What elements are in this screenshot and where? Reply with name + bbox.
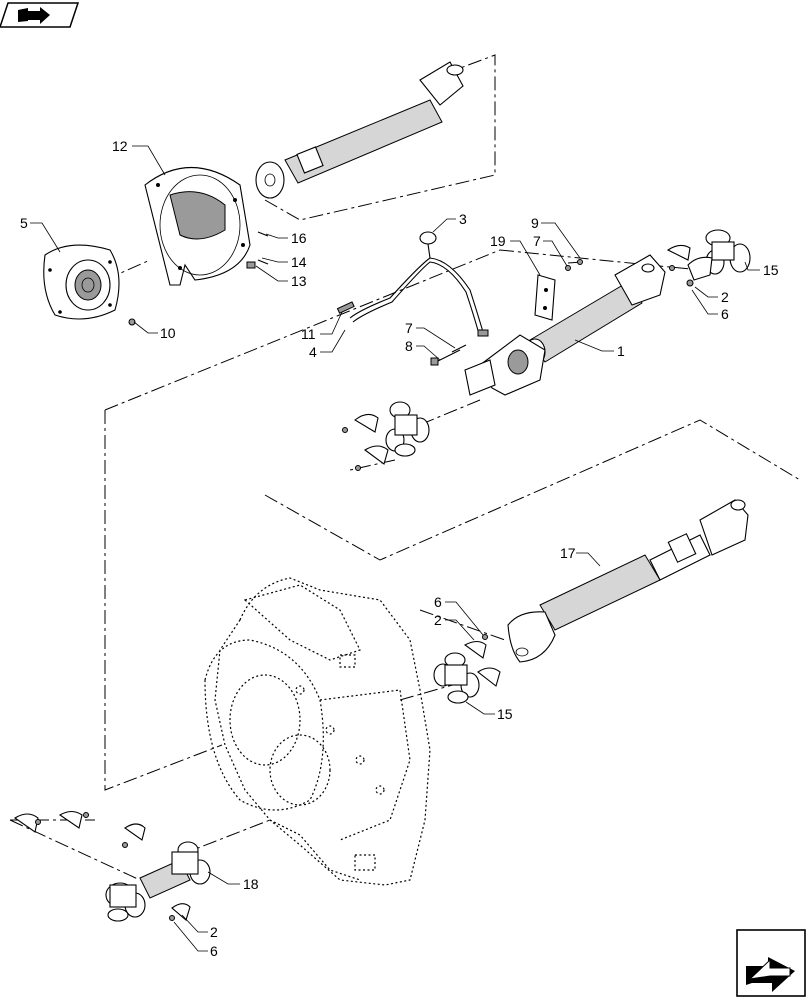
callout-19: 19 bbox=[490, 233, 506, 249]
callout-17: 17 bbox=[560, 545, 576, 561]
callout-16: 16 bbox=[291, 230, 307, 246]
drive-shaft-17 bbox=[507, 499, 749, 663]
leader-lines bbox=[30, 145, 760, 952]
drive-shaft-1 bbox=[464, 254, 666, 396]
callout-10: 10 bbox=[160, 325, 176, 341]
callout-2-bottom: 2 bbox=[210, 924, 218, 940]
adapter-plate-12 bbox=[144, 167, 251, 286]
bracket-19 bbox=[534, 274, 556, 321]
transmission-housing bbox=[204, 577, 431, 886]
book-arrow-icon[interactable] bbox=[0, 2, 80, 28]
universal-joint-15-upper bbox=[666, 229, 751, 287]
callout-11: 11 bbox=[301, 326, 316, 342]
small-bolts bbox=[128, 231, 269, 326]
callout-labels: 12 5 10 16 14 13 3 9 19 7 15 2 6 11 4 7 … bbox=[20, 138, 779, 959]
callout-7-upper: 7 bbox=[533, 233, 541, 249]
callout-2-lower: 2 bbox=[434, 612, 442, 628]
callout-14: 14 bbox=[291, 254, 307, 270]
universal-joint-middle bbox=[342, 401, 430, 471]
next-page-arrow-icon[interactable] bbox=[736, 929, 806, 997]
callout-6-upper: 6 bbox=[721, 306, 729, 322]
sensor-harness bbox=[336, 231, 489, 337]
callout-18: 18 bbox=[243, 876, 259, 892]
callout-13: 13 bbox=[291, 273, 307, 289]
coupling-flange-5 bbox=[43, 244, 120, 320]
drive-shaft-18 bbox=[13, 810, 211, 922]
universal-joint-15-lower bbox=[433, 634, 501, 704]
callout-4: 4 bbox=[309, 344, 317, 360]
callout-6-bottom: 6 bbox=[210, 943, 218, 959]
callout-9: 9 bbox=[531, 215, 539, 231]
callout-6-lower: 6 bbox=[434, 594, 442, 610]
callout-2-upper: 2 bbox=[721, 289, 729, 305]
callout-5: 5 bbox=[20, 215, 28, 231]
callout-1: 1 bbox=[617, 343, 625, 359]
hardware-bolts bbox=[430, 259, 583, 366]
callout-8: 8 bbox=[405, 338, 413, 354]
callout-7-middle: 7 bbox=[405, 320, 413, 336]
callout-12: 12 bbox=[112, 138, 128, 154]
callout-15-upper: 15 bbox=[763, 262, 779, 278]
callout-15-lower: 15 bbox=[497, 706, 513, 722]
callout-3: 3 bbox=[459, 211, 467, 227]
upper-drive-shaft bbox=[255, 61, 464, 199]
assembly-centerlines bbox=[9, 54, 801, 881]
